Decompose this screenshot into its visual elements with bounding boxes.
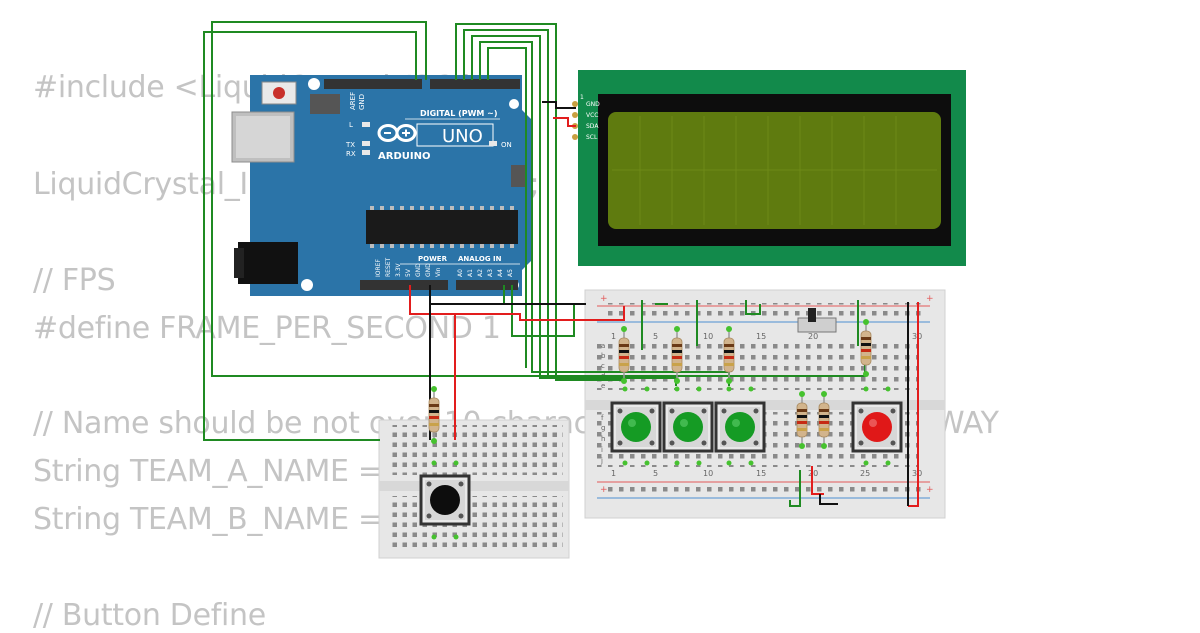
svg-text:+: + (926, 294, 934, 304)
arduino-pin-gnd2: GND (425, 263, 432, 277)
button-green-3[interactable] (714, 401, 766, 453)
slide-switch[interactable] (797, 308, 837, 333)
button-red[interactable] (851, 401, 903, 453)
arduino-pin-3v3: 3.3V (395, 262, 402, 277)
arduino-on-label: ON (501, 141, 512, 149)
bb-row-a: a (601, 342, 605, 350)
bb-col-15: 15 (756, 332, 766, 341)
arduino-rx-label: RX (346, 150, 356, 158)
bb-row-i: i (601, 446, 603, 454)
bb-row-g: g (601, 424, 605, 432)
arduino-aref-label: AREF (349, 92, 357, 110)
arduino-brand: ARDUINO (378, 151, 430, 162)
arduino-uno-board: DIGITAL (PWM ~) AREF GND L TX RX ARDUINO… (231, 75, 532, 296)
svg-text:+: + (600, 294, 608, 304)
bb-row-c: c (601, 362, 605, 370)
lcd-pin-vcc: VCC (586, 112, 598, 119)
arduino-pin-reset: RESET (385, 257, 392, 277)
bb-row-j: j (600, 457, 603, 465)
arduino-l-label: L (349, 121, 353, 129)
bb-col-10: 10 (703, 332, 713, 341)
arduino-gnd-label: GND (358, 94, 366, 110)
bb-col-25b: 25 (860, 469, 870, 478)
arduino-analog-header: ANALOG IN (458, 255, 502, 263)
button-green-1[interactable] (610, 401, 662, 453)
bb-col-5: 5 (653, 332, 658, 341)
connection-dots (431, 386, 891, 540)
svg-text:+: + (600, 485, 608, 495)
arduino-digital-header: DIGITAL (PWM ~) (420, 109, 498, 118)
arduino-pin-a4: A4 (497, 269, 504, 277)
lcd-pixel-grid (612, 116, 937, 225)
arduino-pin-vin: Vin (435, 267, 442, 277)
lcd-pin-scl: SCL (586, 134, 598, 141)
arduino-logo-icon (377, 124, 417, 142)
arduino-model: UNO (442, 126, 483, 147)
arduino-pin-a1: A1 (467, 269, 474, 277)
button-green-2[interactable] (662, 401, 714, 453)
bb-col-10b: 10 (703, 469, 713, 478)
arduino-pin-a0: A0 (457, 269, 464, 277)
wires-red (409, 117, 919, 507)
arduino-tx-label: TX (345, 141, 355, 149)
bb-col-5b: 5 (653, 469, 658, 478)
arduino-power-header: POWER (418, 255, 448, 263)
arduino-pin-gnd1: GND (415, 263, 422, 277)
arduino-pin-a3: A3 (487, 269, 494, 277)
bb-row-e: e (601, 382, 605, 390)
bb-col-1: 1 (611, 332, 616, 341)
lcd-pin-1-label: 1 (580, 94, 584, 101)
bb-col-1b: 1 (611, 469, 616, 478)
code-line-fps-comment: // FPS (33, 263, 116, 298)
lcd-pin-gnd: GND (586, 101, 600, 108)
breadboard-small (378, 419, 570, 559)
bb-col-15b: 15 (756, 469, 766, 478)
code-line-button-comment: // Button Define (33, 598, 266, 633)
bb-col-20b: 20 (808, 469, 818, 478)
bb-row-h: h (601, 435, 605, 443)
arduino-pin-5v: 5V (405, 268, 412, 277)
arduino-pin-a2: A2 (477, 269, 484, 277)
bb-row-f: f (601, 414, 604, 422)
arduino-pin-ioref: IOREF (375, 259, 382, 277)
svg-text:+: + (926, 485, 934, 495)
arduino-pin-a5: A5 (507, 269, 514, 277)
lcd-module: 1 GND VCC SDA SCL (572, 70, 966, 266)
button-black[interactable] (419, 474, 471, 526)
bb-col-20: 20 (808, 332, 818, 341)
bb-row-b: b (601, 352, 606, 360)
lcd-pin-sda: SDA (586, 123, 599, 130)
